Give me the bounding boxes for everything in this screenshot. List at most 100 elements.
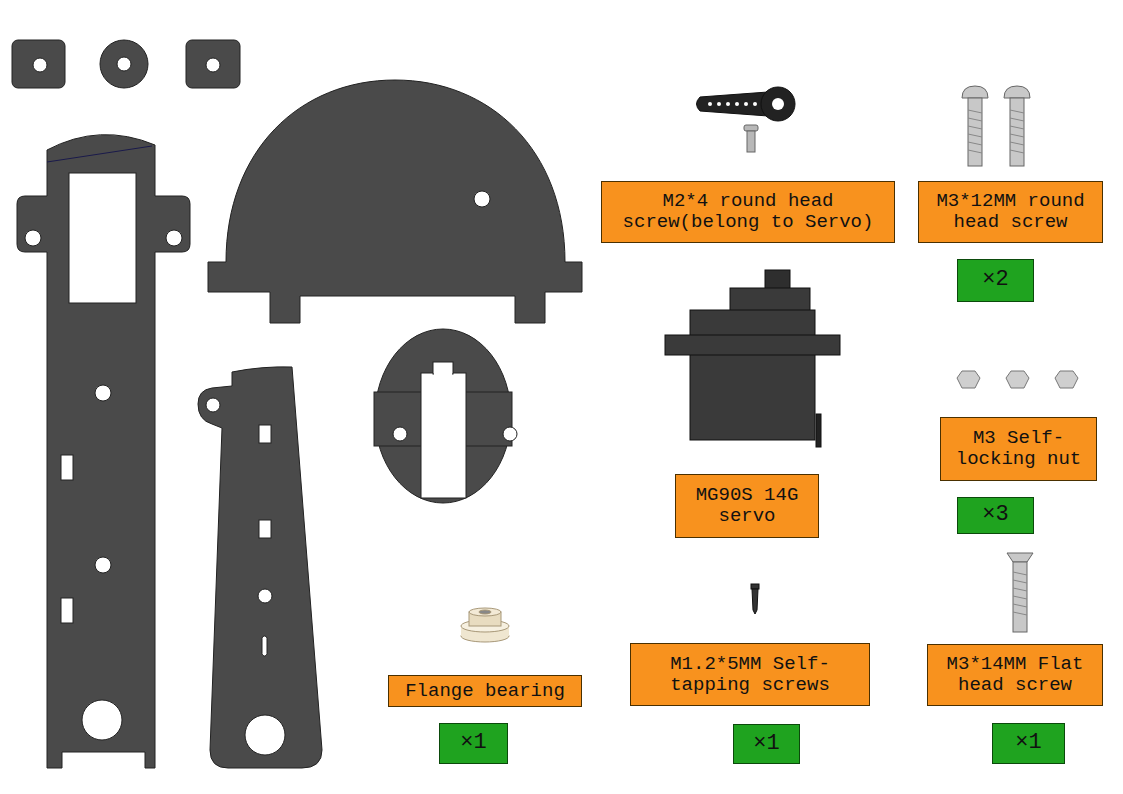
label-text: ×1 bbox=[1015, 731, 1041, 755]
m3-round-screws bbox=[1004, 86, 1030, 98]
m3-round-screws bbox=[1010, 98, 1024, 166]
flat-screw-threads bbox=[1013, 588, 1027, 591]
part-label: M3 Self-locking nut bbox=[940, 417, 1097, 481]
label-text: M3*14MM Flat head screw bbox=[934, 654, 1096, 696]
label-text: Flange bearing bbox=[405, 681, 565, 702]
flange-bearing bbox=[469, 608, 501, 616]
label-text: M3*12MM round head screw bbox=[925, 191, 1096, 233]
dome-plate bbox=[208, 80, 582, 323]
self-tapping-screw bbox=[752, 589, 758, 614]
flat-screw-threads bbox=[1013, 572, 1027, 615]
servo-horn bbox=[772, 98, 784, 110]
screw-threads bbox=[968, 150, 982, 153]
screw-threads bbox=[968, 134, 982, 137]
screw-threads bbox=[968, 126, 982, 129]
spacer-pieces bbox=[12, 40, 65, 88]
screw-threads bbox=[1010, 118, 1024, 121]
screw-threads bbox=[1010, 110, 1024, 113]
long-arm-plate bbox=[95, 385, 111, 401]
tapered-arm-plate bbox=[259, 425, 271, 443]
self-tapping-screw bbox=[751, 584, 759, 614]
screw-threads bbox=[968, 110, 982, 113]
m2-screw bbox=[744, 125, 758, 152]
servo-horn bbox=[726, 102, 730, 106]
servo-horn bbox=[761, 87, 795, 121]
flange-bearing bbox=[479, 610, 491, 614]
flat-screw-threads bbox=[1013, 596, 1027, 599]
m2-screw bbox=[747, 131, 755, 152]
screw-threads bbox=[1010, 134, 1024, 137]
servo-motor bbox=[765, 270, 790, 290]
label-text: M1.2*5MM Self-tapping screws bbox=[637, 654, 863, 696]
tapered-arm-plate bbox=[262, 636, 267, 656]
servo-motor bbox=[816, 414, 821, 447]
flat-head-screw bbox=[1007, 553, 1033, 632]
m3-round-screws bbox=[968, 98, 982, 166]
long-arm-plate bbox=[47, 146, 152, 162]
servo-horn bbox=[744, 102, 748, 106]
screw-threads bbox=[968, 142, 982, 145]
long-arm-plate bbox=[166, 230, 182, 246]
tapered-arm-plate bbox=[259, 520, 271, 538]
spacer-holes bbox=[206, 58, 220, 72]
m3-nuts bbox=[1055, 371, 1078, 388]
quantity-badge: ×1 bbox=[733, 724, 800, 764]
part-label: Flange bearing bbox=[388, 675, 582, 707]
flat-screw-threads bbox=[1013, 580, 1027, 583]
oval-servo-mount bbox=[434, 370, 452, 375]
servo-horn bbox=[753, 102, 757, 106]
long-arm-plate bbox=[95, 557, 111, 573]
servo-motor bbox=[730, 288, 810, 312]
label-text: M2*4 round head screw(belong to Servo) bbox=[608, 191, 888, 233]
m3-nuts bbox=[1006, 371, 1029, 388]
long-arm-plate bbox=[61, 598, 73, 623]
self-tapping-screw bbox=[751, 584, 759, 589]
long-arm-plate bbox=[61, 455, 73, 480]
servo-horn bbox=[697, 87, 796, 121]
screw-threads bbox=[1010, 126, 1024, 129]
flat-screw-threads bbox=[1013, 612, 1027, 615]
part-label: MG90S 14G servo bbox=[675, 474, 819, 538]
tapered-arm-plate bbox=[198, 367, 322, 768]
servo-horn bbox=[708, 102, 712, 106]
spacer-pieces bbox=[12, 40, 240, 88]
quantity-badge: ×2 bbox=[957, 259, 1034, 302]
screw-threads bbox=[968, 118, 982, 121]
servo-motor bbox=[665, 335, 840, 355]
tapered-arm-plate bbox=[206, 398, 220, 412]
label-text: MG90S 14G servo bbox=[682, 485, 812, 527]
servo-motor bbox=[665, 270, 840, 447]
oval-servo-mount bbox=[393, 427, 407, 441]
long-arm-plate bbox=[82, 700, 122, 740]
long-arm-plate bbox=[17, 135, 190, 768]
quantity-badge: ×1 bbox=[992, 723, 1065, 764]
part-label: M3*14MM Flat head screw bbox=[927, 644, 1103, 706]
oval-servo-mount bbox=[374, 329, 517, 503]
flat-head-screw bbox=[1013, 562, 1027, 632]
servo-horn bbox=[697, 92, 769, 116]
label-text: ×3 bbox=[982, 503, 1008, 527]
servo-motor bbox=[690, 310, 815, 440]
flat-screw-threads bbox=[1013, 604, 1027, 607]
oval-servo-mount bbox=[375, 329, 511, 503]
spacer-holes bbox=[33, 57, 220, 72]
servo-horn bbox=[717, 102, 721, 106]
label-text: ×1 bbox=[753, 732, 779, 756]
part-label: M2*4 round head screw(belong to Servo) bbox=[601, 181, 895, 243]
spacer-pieces bbox=[100, 40, 148, 88]
m3-nuts bbox=[957, 371, 980, 388]
quantity-badge: ×1 bbox=[439, 723, 508, 764]
dome-plate bbox=[474, 191, 490, 207]
long-arm-plate bbox=[17, 135, 190, 768]
part-label: M3*12MM round head screw bbox=[918, 181, 1103, 243]
label-text: ×2 bbox=[982, 268, 1008, 292]
screw-threads bbox=[1010, 150, 1024, 153]
flange-bearing bbox=[461, 608, 509, 642]
m3-nuts bbox=[957, 371, 1078, 388]
m3-round-screws bbox=[962, 86, 1030, 166]
flat-head-screw bbox=[1007, 553, 1033, 562]
oval-servo-mount bbox=[421, 373, 466, 498]
spacer-holes bbox=[33, 58, 47, 72]
